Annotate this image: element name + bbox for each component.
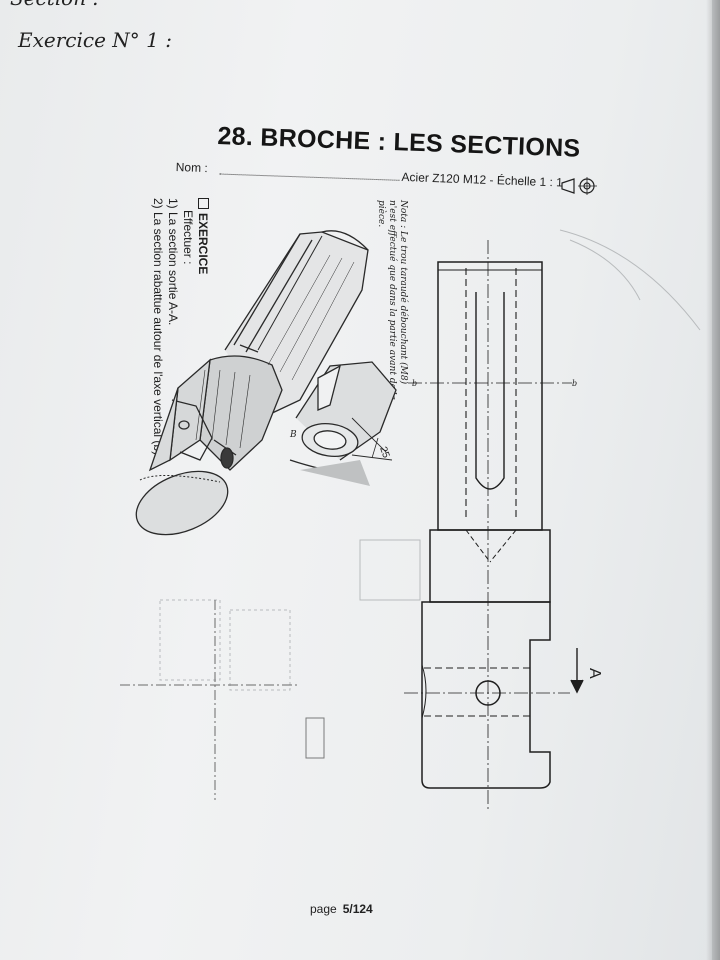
isometric-spindle-drawing [135,230,369,536]
faint-bleed-through [120,229,701,800]
dimension-value: 25 [377,445,391,460]
page-footer: page 5/124 [310,902,373,916]
axis-label-right: b [572,379,577,388]
page-number: 5/124 [342,902,373,916]
section-heading: Section : [10,0,99,10]
section-detail-drawing: 25 B [289,361,397,486]
page-label: page [310,902,337,916]
section-label: A [586,668,603,679]
axis-label-left: b [412,379,417,388]
orthographic-front-view: b b A [404,240,603,810]
page-edge-shadow [706,0,720,960]
exercise-heading: Exercice N° 1 : [18,28,172,52]
view-label: B [289,430,297,440]
projection-symbol-icon [561,177,597,195]
